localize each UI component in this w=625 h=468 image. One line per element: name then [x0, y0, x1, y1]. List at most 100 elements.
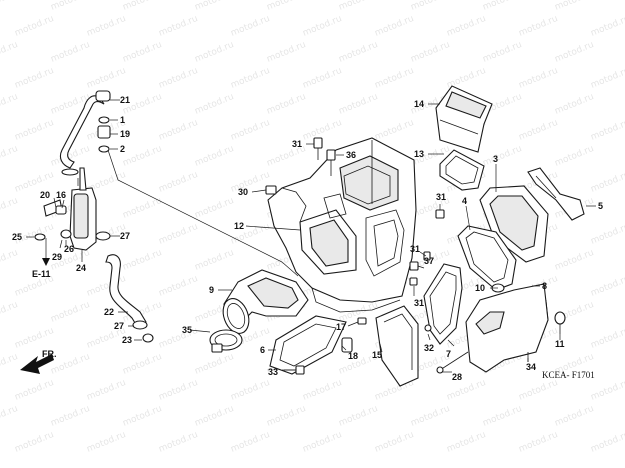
callout-23: 23 [122, 335, 132, 345]
watermark-text: motod.ru [301, 14, 343, 39]
callout-14: 14 [414, 99, 424, 109]
callout-2: 2 [120, 144, 125, 154]
watermark-text: motod.ru [409, 0, 451, 13]
watermark-text: motod.ru [589, 274, 625, 299]
watermark-text: motod.ru [229, 66, 271, 91]
watermark-text: motod.ru [193, 404, 235, 429]
callout-4: 4 [462, 196, 467, 206]
callout-19: 19 [120, 129, 130, 139]
watermark-text: motod.ru [13, 14, 55, 39]
watermark-text: motod.ru [121, 144, 163, 169]
callout-6: 6 [260, 345, 265, 355]
watermark-text: motod.ru [157, 430, 199, 455]
watermark-text: motod.ru [85, 378, 127, 403]
leader-line [107, 149, 299, 277]
watermark-text: motod.ru [553, 40, 595, 65]
watermark-text: motod.ru [481, 0, 523, 13]
watermark-text: motod.ru [0, 352, 19, 377]
cover-15 [375, 305, 419, 387]
callout-7: 7 [446, 349, 451, 359]
callout-8: 8 [542, 281, 547, 291]
watermark-text: motod.ru [157, 170, 199, 195]
watermark-text: motod.ru [49, 404, 91, 429]
watermark-text: motod.ru [409, 40, 451, 65]
watermark-text: motod.ru [193, 352, 235, 377]
watermark-text: motod.ru [265, 92, 307, 117]
watermark-text: motod.ru [85, 430, 127, 455]
watermark-text: motod.ru [265, 0, 307, 13]
watermark-text: motod.ru [49, 40, 91, 65]
callout-31c: 31 [410, 244, 420, 254]
callout-31d: 31 [414, 298, 424, 308]
connecting-tube [222, 269, 309, 334]
watermark-text: motod.ru [481, 40, 523, 65]
side-cover-8 [465, 283, 549, 373]
watermark-text: motod.ru [589, 170, 625, 195]
callout-25: 25 [12, 232, 22, 242]
case-gasket [269, 315, 347, 375]
watermark-text: motod.ru [589, 430, 625, 455]
watermark-text: motod.ru [265, 40, 307, 65]
watermark-text: motod.ru [517, 14, 559, 39]
watermark-text: motod.ru [553, 404, 595, 429]
callout-29: 29 [52, 252, 62, 262]
watermark-text: motod.ru [0, 300, 19, 325]
element-holder-13 [439, 149, 485, 191]
front-label: FR. [42, 349, 57, 359]
watermark-text: motod.ru [229, 378, 271, 403]
callout-31a: 31 [292, 139, 302, 149]
watermark-text: motod.ru [373, 118, 415, 143]
watermark-text: motod.ru [0, 0, 19, 13]
watermark-text: motod.ru [157, 14, 199, 39]
callout-31b: 31 [436, 192, 446, 202]
watermark-text: motod.ru [265, 404, 307, 429]
watermark-text: motod.ru [481, 144, 523, 169]
watermark-text: motod.ru [229, 170, 271, 195]
callout-27a: 27 [120, 231, 130, 241]
watermark-text: motod.ru [193, 0, 235, 13]
watermark-text: motod.ru [373, 66, 415, 91]
callout-32: 32 [424, 343, 434, 353]
watermark-text: motod.ru [121, 0, 163, 13]
screws-right [409, 209, 469, 374]
callout-numbers: 1 2 3 4 5 6 7 8 9 10 11 12 13 14 15 16 1… [12, 95, 603, 382]
watermark-text: motod.ru [301, 430, 343, 455]
callout-30: 30 [238, 187, 248, 197]
watermark-text: motod.ru [373, 14, 415, 39]
watermark-text: motod.ru [553, 92, 595, 117]
callout-15: 15 [372, 350, 382, 360]
watermark-text: motod.ru [517, 378, 559, 403]
callout-24: 24 [76, 263, 86, 273]
band-clamp [209, 329, 243, 353]
watermark-text: motod.ru [157, 378, 199, 403]
callout-34: 34 [526, 362, 536, 372]
watermark-text: motod.ru [0, 196, 19, 221]
watermark-text: motod.ru [157, 222, 199, 247]
callout-37: 37 [424, 256, 434, 266]
watermark-text: motod.ru [517, 430, 559, 455]
watermark-text: motod.ru [517, 118, 559, 143]
callout-33: 33 [268, 367, 278, 377]
watermark-text: motod.ru [13, 326, 55, 351]
watermark-text: motod.ru [13, 66, 55, 91]
watermark-text: motod.ru [121, 404, 163, 429]
watermark-text: motod.ru [157, 118, 199, 143]
watermark-text: motod.ru [0, 40, 19, 65]
watermark-text: motod.ru [13, 118, 55, 143]
watermark-text: motod.ru [0, 144, 19, 169]
diagram-code: KCEA- F1701 [542, 370, 595, 380]
watermark-text: motod.ru [157, 274, 199, 299]
watermark-text: motod.ru [589, 118, 625, 143]
watermark-text: motod.ru [229, 118, 271, 143]
watermark-text: motod.ru [193, 92, 235, 117]
watermark-text: motod.ru [85, 14, 127, 39]
watermark-text: motod.ru [445, 14, 487, 39]
watermark-text: motod.ru [337, 404, 379, 429]
watermark-text: motod.ru [229, 430, 271, 455]
callout-17: 17 [336, 322, 346, 332]
watermark-text: motod.ru [553, 248, 595, 273]
reference-e11: E-11 [32, 269, 51, 279]
watermark-text: motod.ru [49, 0, 91, 13]
watermark-text: motod.ru [193, 196, 235, 221]
watermark-text: motod.ru [517, 66, 559, 91]
